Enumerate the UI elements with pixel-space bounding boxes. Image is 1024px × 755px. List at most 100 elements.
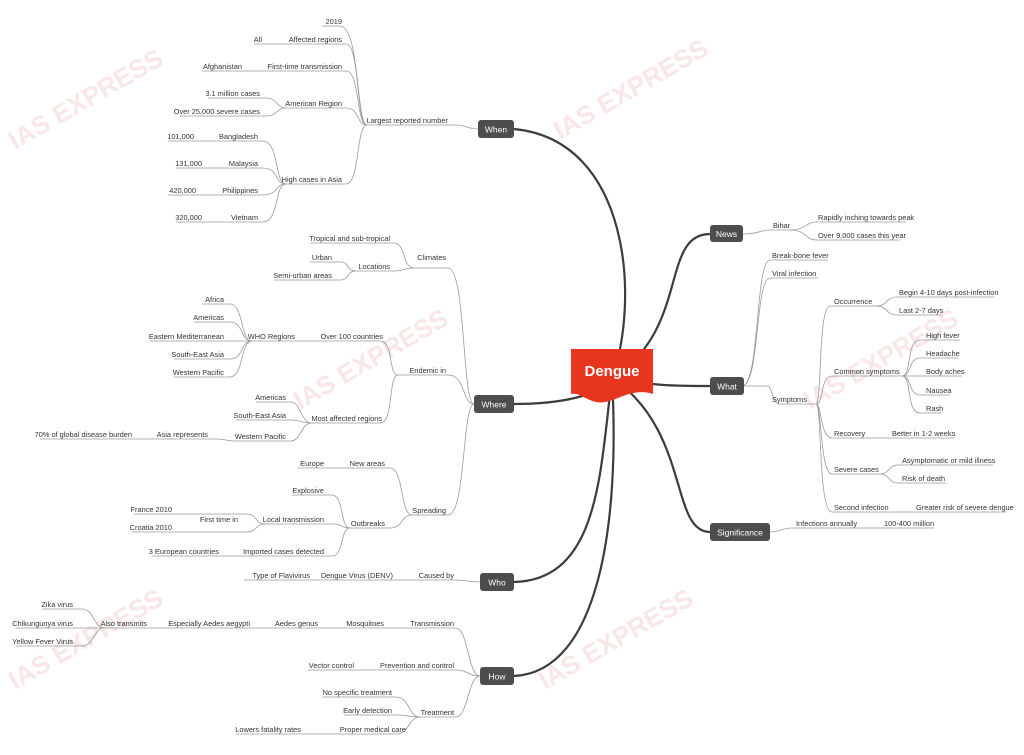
what-common-aches[interactable]: Body aches — [926, 367, 965, 376]
how-also[interactable]: Also transmits — [101, 619, 148, 628]
when-american-severe[interactable]: Over 25,000 severe cases — [174, 107, 261, 116]
what-recovery-text[interactable]: Better in 1-2 weeks — [892, 429, 956, 438]
where-climates[interactable]: Climates — [417, 253, 446, 262]
center-title: Dengue — [584, 363, 639, 380]
how-zika[interactable]: Zika virus — [41, 600, 73, 609]
what-occ-begin[interactable]: Begin 4-10 days post-infection — [899, 288, 998, 297]
news-cases[interactable]: Over 9,000 cases this year — [818, 231, 906, 240]
where-explosive[interactable]: Explosive — [292, 486, 324, 495]
how-early[interactable]: Early detection — [343, 706, 392, 715]
news-peak[interactable]: Rapidly inching towards peak — [818, 213, 914, 222]
where-endemic[interactable]: Endemic in — [409, 366, 446, 375]
where-most-wpac[interactable]: Western Pacific — [235, 432, 287, 441]
where-semiurban[interactable]: Semi-urban areas — [273, 271, 332, 280]
what-severe-death[interactable]: Risk of death — [902, 474, 945, 483]
how-transmission[interactable]: Transmission — [410, 619, 454, 628]
how-treatment[interactable]: Treatment — [421, 708, 454, 717]
where-most-americas[interactable]: Americas — [255, 393, 286, 402]
where-outbreaks[interactable]: Outbreaks — [351, 519, 385, 528]
what-branch: Break-bone fever Viral infection Symptom… — [772, 251, 1014, 512]
what-recovery[interactable]: Recovery — [834, 429, 866, 438]
where-who-regions[interactable]: WHO Regions — [248, 332, 296, 341]
category-significance[interactable]: Significance — [710, 523, 770, 541]
how-proper[interactable]: Proper medical care — [340, 725, 406, 734]
what-common-nausea[interactable]: Nausea — [926, 386, 952, 395]
when-country[interactable]: Vietnam — [231, 213, 258, 222]
when-country-value[interactable]: 320,000 — [175, 213, 202, 222]
category-what[interactable]: What — [710, 377, 744, 395]
where-asia-rep-value[interactable]: 70% of global disease burden — [35, 430, 132, 439]
when-affected-value[interactable]: All — [254, 35, 263, 44]
how-no-specific[interactable]: No specific treatment — [323, 688, 392, 697]
what-common-headache[interactable]: Headache — [926, 349, 960, 358]
when-first-value[interactable]: Afghanistan — [203, 62, 242, 71]
who-flavi[interactable]: Type of Flavivirus — [252, 571, 310, 580]
where-tropical[interactable]: Tropical and sub-tropical — [309, 234, 390, 243]
category-how[interactable]: How — [480, 667, 514, 685]
how-lowers[interactable]: Lowers fatality rates — [235, 725, 301, 734]
where-europe[interactable]: Europe — [300, 459, 324, 468]
where-imported[interactable]: Imported cases detected — [243, 547, 324, 556]
what-severe-mild[interactable]: Asymptomatic or mild illness — [902, 456, 996, 465]
when-country[interactable]: Bangladesh — [219, 132, 258, 141]
where-who-americas[interactable]: Americas — [193, 313, 224, 322]
what-occurrence[interactable]: Occurrence — [834, 297, 872, 306]
where-most-affected[interactable]: Most affected regions — [311, 414, 382, 423]
where-who-africa[interactable]: Africa — [205, 295, 225, 304]
category-news[interactable]: News — [710, 225, 743, 242]
news-bihar[interactable]: Bihar — [773, 221, 791, 230]
when-asia[interactable]: High cases in Asia — [282, 175, 343, 184]
what-breakbone[interactable]: Break-bone fever — [772, 251, 829, 260]
where-france[interactable]: France 2010 — [131, 505, 173, 514]
where-new-areas[interactable]: New areas — [350, 459, 386, 468]
category-when[interactable]: When — [478, 120, 514, 138]
where-spreading[interactable]: Spreading — [412, 506, 446, 515]
when-first[interactable]: First-time transmission — [268, 62, 342, 71]
who-denv[interactable]: Dengue Virus (DENV) — [321, 571, 393, 580]
how-mosquitoes[interactable]: Mosquitoes — [346, 619, 384, 628]
how-vector[interactable]: Vector control — [309, 661, 355, 670]
where-who-wpac[interactable]: Western Pacific — [173, 368, 225, 377]
when-country-value[interactable]: 420,000 — [169, 186, 196, 195]
how-yellow-fever[interactable]: Yellow Fever Virus — [12, 637, 73, 646]
where-who-sea[interactable]: South-East Asia — [171, 350, 224, 359]
who-caused[interactable]: Caused by — [419, 571, 455, 580]
significance-annual[interactable]: Infections annually — [796, 519, 858, 528]
when-american[interactable]: American Region — [285, 99, 342, 108]
when-country[interactable]: Philippines — [222, 186, 258, 195]
where-urban[interactable]: Urban — [312, 253, 332, 262]
how-aedes[interactable]: Aedes genus — [275, 619, 318, 628]
how-chikungunya[interactable]: Chikungunya virus — [12, 619, 73, 628]
when-year[interactable]: 2019 — [326, 17, 342, 26]
what-common-fever[interactable]: High fever — [926, 331, 960, 340]
what-viral[interactable]: Viral infection — [772, 269, 816, 278]
significance-annual-value[interactable]: 100-400 million — [884, 519, 934, 528]
where-imported-value[interactable]: 3 European countries — [149, 547, 220, 556]
what-occ-last[interactable]: Last 2-7 days — [899, 306, 944, 315]
where-local[interactable]: Local transmission — [263, 515, 324, 524]
what-common[interactable]: Common symptoms — [834, 367, 900, 376]
where-who-emed[interactable]: Eastern Mediterranean — [149, 332, 224, 341]
when-country-value[interactable]: 101,000 — [167, 132, 194, 141]
what-second-text[interactable]: Greater risk of severe dengue — [916, 503, 1014, 512]
when-american-cases[interactable]: 3.1 million cases — [205, 89, 260, 98]
what-second[interactable]: Second infection — [834, 503, 889, 512]
how-prevention[interactable]: Prevention and control — [380, 661, 454, 670]
what-common-rash[interactable]: Rash — [926, 404, 943, 413]
category-where[interactable]: Where — [474, 395, 514, 413]
when-country-value[interactable]: 131,000 — [175, 159, 202, 168]
where-most-sea[interactable]: South-East Asia — [233, 411, 286, 420]
center-node[interactable]: Dengue — [571, 349, 653, 403]
where-croatia[interactable]: Croatia 2010 — [130, 523, 172, 532]
where-asia-rep[interactable]: Asia represents — [157, 430, 209, 439]
what-severe[interactable]: Severe cases — [834, 465, 879, 474]
how-aegypti[interactable]: Especially Aedes aegypti — [168, 619, 250, 628]
when-affected[interactable]: Affected regions — [289, 35, 343, 44]
where-first-time[interactable]: First time in — [200, 515, 238, 524]
where-locations[interactable]: Locations — [358, 262, 390, 271]
category-who[interactable]: Who — [480, 573, 514, 591]
where-over100[interactable]: Over 100 countries — [321, 332, 384, 341]
when-largest[interactable]: Largest reported number — [367, 116, 449, 125]
what-symptoms[interactable]: Symptoms — [772, 395, 807, 404]
when-country[interactable]: Malaysia — [229, 159, 259, 168]
